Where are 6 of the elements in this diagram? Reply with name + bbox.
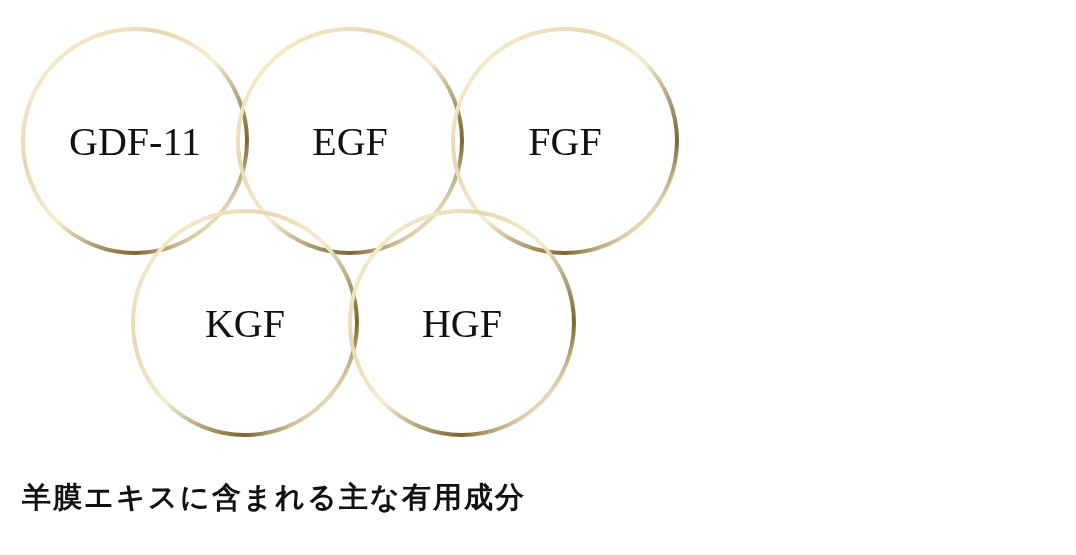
caption-text: 羊膜エキスに含まれる主な有用成分 [22, 479, 526, 516]
factor-label: GDF-11 [69, 117, 201, 165]
factor-label: KGF [205, 299, 285, 347]
factor-label: EGF [312, 117, 388, 165]
factor-label: HGF [422, 299, 502, 347]
factor-label: FGF [528, 117, 602, 165]
